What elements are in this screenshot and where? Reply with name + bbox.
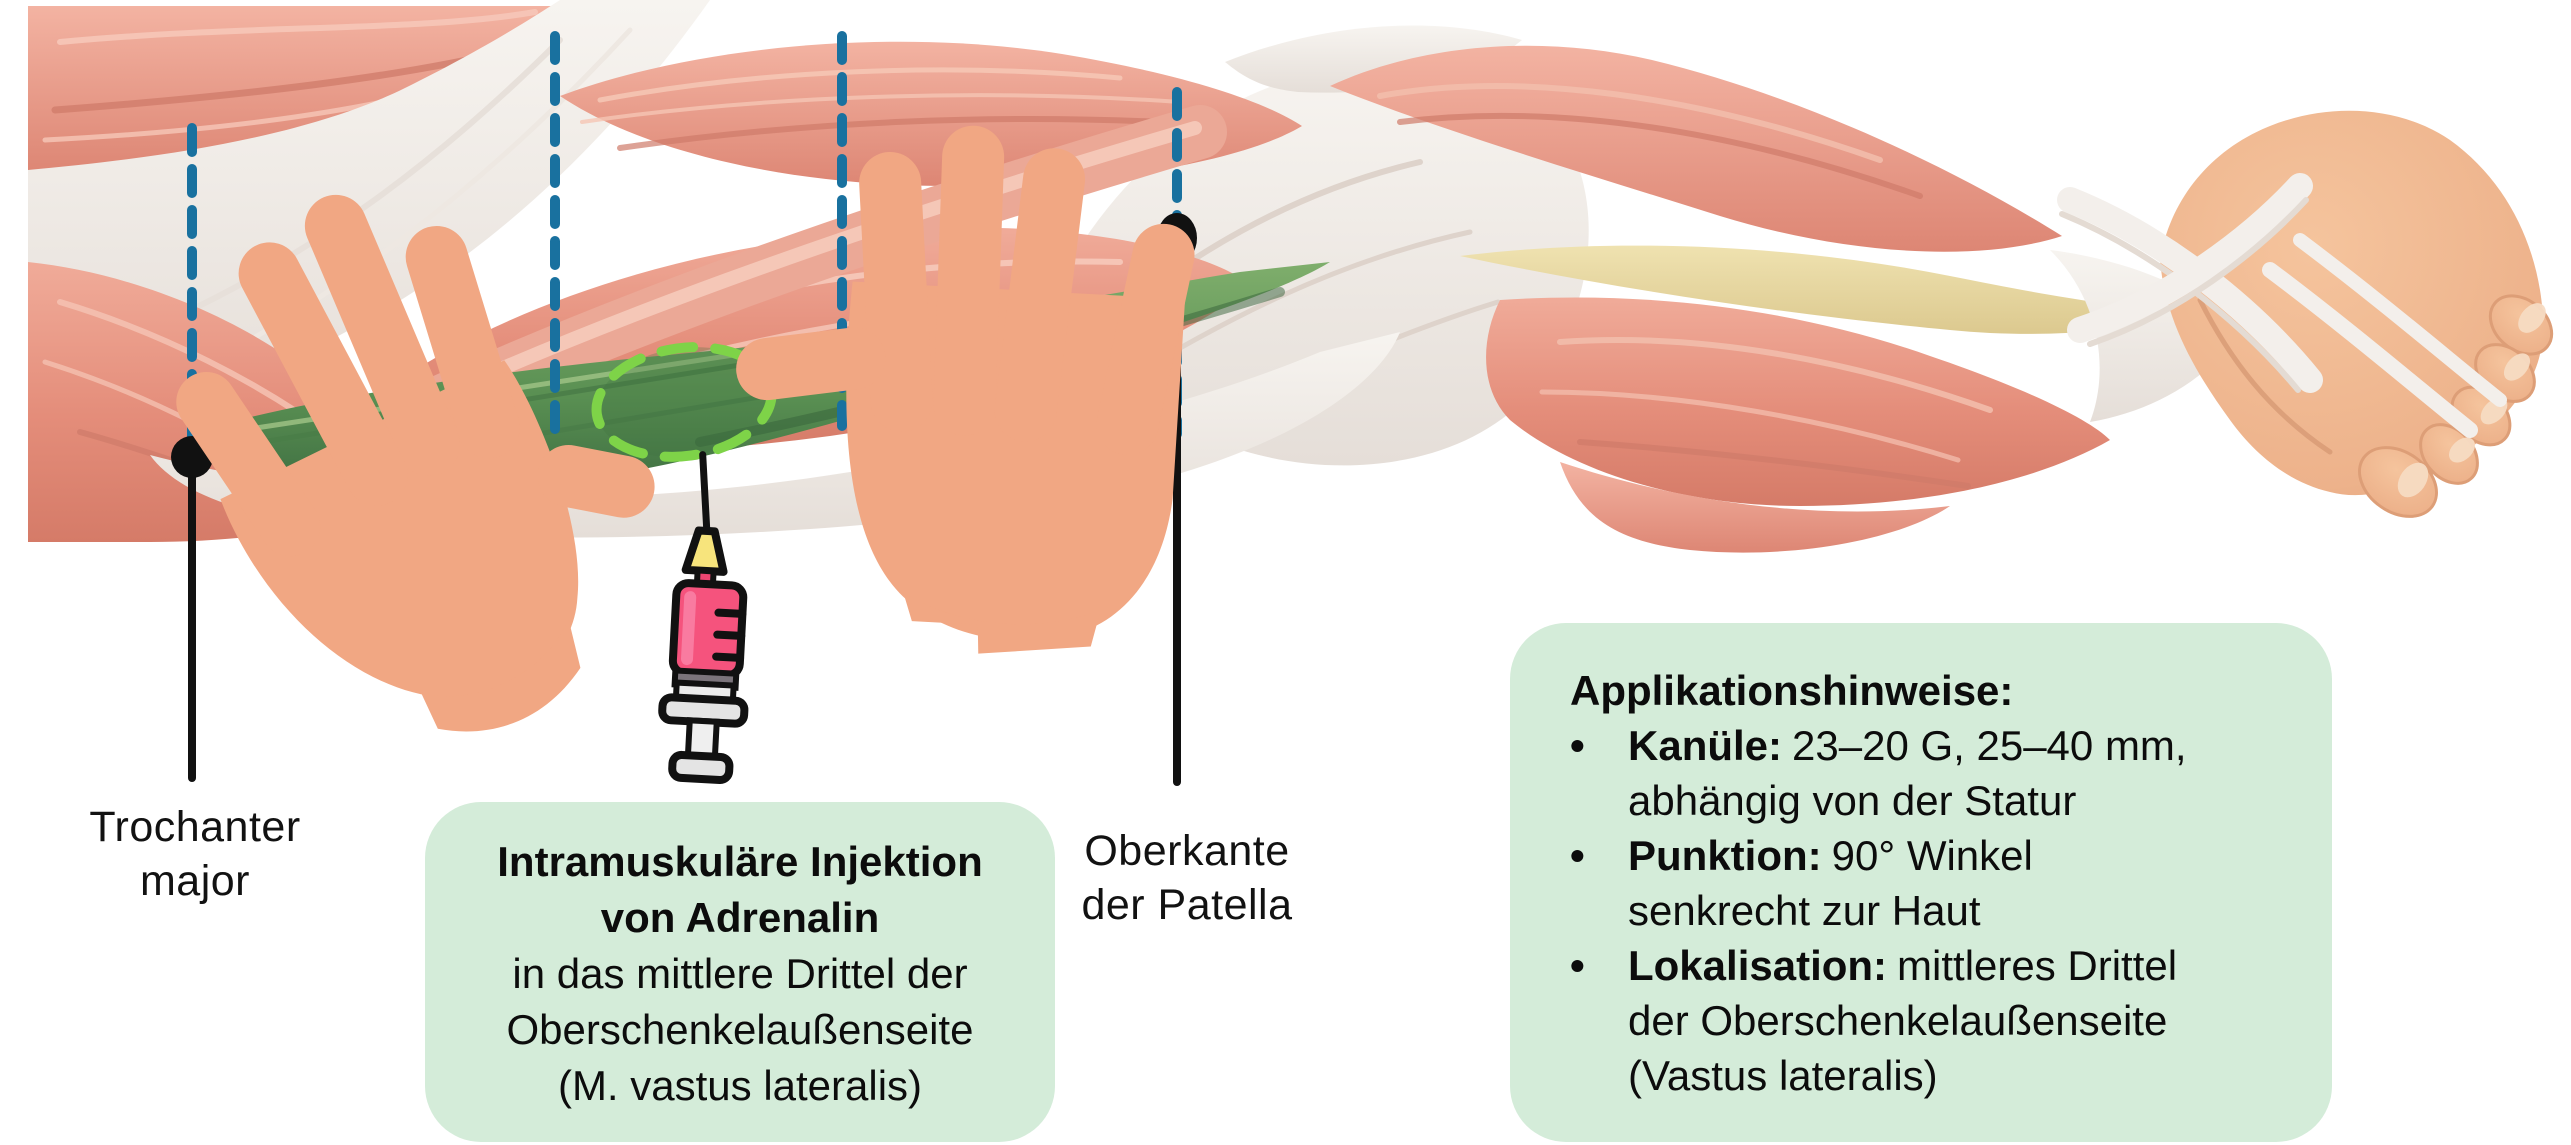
syringe-icon: [658, 451, 749, 784]
achilles-fascia: [2050, 250, 2240, 422]
injection-title-line1: Intramuskuläre Injektion: [497, 838, 983, 885]
bullet-icon: •: [1570, 942, 1585, 989]
trochanter-label-line2: major: [139, 857, 251, 905]
hint-kanuele-lead: Kanüle:: [1628, 722, 1783, 769]
trochanter-label-line1: Trochanter: [89, 803, 301, 851]
hint-kanuele-rest: 23–20 G, 25–40 mm,: [1792, 722, 2187, 769]
patella-label: Oberkante der Patella: [1037, 824, 1337, 932]
injection-body-line1: in das mittlere Drittel der: [512, 950, 968, 997]
right-hand-icon: [736, 125, 1195, 654]
hint-lokalisation-lead: Lokalisation:: [1628, 942, 1888, 989]
hint-punktion-rest: 90° Winkel: [1831, 832, 2033, 879]
soleus-muscle: [1560, 462, 1950, 553]
injection-title-line2: von Adrenalin: [600, 894, 880, 941]
injection-body-line2: Oberschenkelaußenseite: [506, 1006, 974, 1053]
calf-muscle: [1486, 297, 2110, 506]
hint-item-kanuele: • Kanüle:23–20 G, 25–40 mm, abhängig von…: [1570, 718, 2298, 828]
application-hints-box: Applikationshinweise: • Kanüle:23–20 G, …: [1510, 623, 2332, 1142]
lower-leg: [1330, 45, 2240, 553]
hint-lokalisation-line3: (Vastus lateralis): [1628, 1052, 1938, 1099]
tibia-bone: [1460, 245, 2190, 334]
hint-punktion-lead: Punktion:: [1628, 832, 1822, 879]
ankle-tendon-straps: [2057, 173, 2507, 438]
hint-punktion-line2: senkrecht zur Haut: [1628, 887, 1981, 934]
syringe-graduations: [712, 608, 747, 662]
hamstring-muscle: [1330, 45, 2062, 252]
bullet-icon: •: [1570, 722, 1585, 769]
bullet-icon: •: [1570, 832, 1585, 879]
foot: [2057, 110, 2554, 518]
syringe-barrel-highlight: [680, 591, 697, 666]
syringe-hub: [681, 526, 728, 576]
trochanter-major-label: Trochanter major: [45, 800, 345, 908]
syringe-needle: [699, 451, 711, 534]
hint-item-punktion: • Punktion:90° Winkel senkrecht zur Haut: [1570, 828, 2298, 938]
hint-kanuele-line2: abhängig von der Statur: [1628, 777, 2077, 824]
left-hand-icon: [176, 194, 655, 732]
patella-label-line1: Oberkante: [1084, 827, 1290, 875]
toenails: [2397, 303, 2546, 498]
hints-title: Applikationshinweise:: [1570, 667, 2014, 714]
patella-label-line2: der Patella: [1081, 881, 1293, 929]
injection-info-box: Intramuskuläre Injektion von Adrenalin i…: [425, 802, 1055, 1142]
injection-body-line3: (M. vastus lateralis): [557, 1062, 923, 1109]
hint-item-lokalisation: • Lokalisation:mittleres Drittel der Obe…: [1570, 938, 2298, 1103]
hint-lokalisation-rest: mittleres Drittel: [1897, 942, 2178, 989]
syringe-plunger-cap: [668, 750, 734, 784]
hint-lokalisation-line2: der Oberschenkelaußenseite: [1628, 997, 2168, 1044]
